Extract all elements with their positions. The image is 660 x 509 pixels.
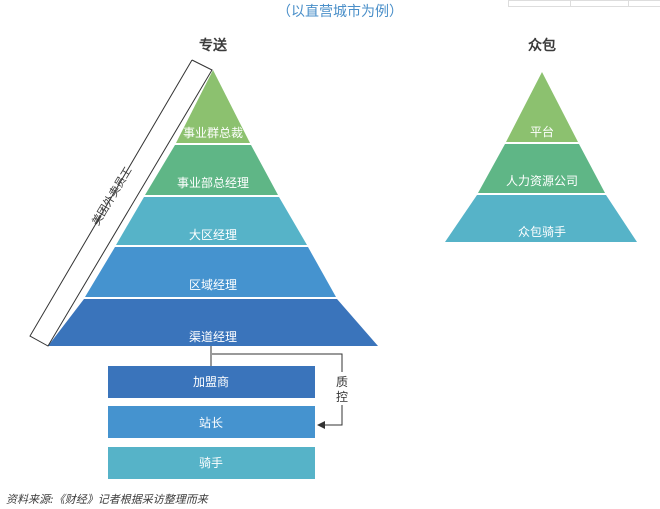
- right-tier-2: [478, 144, 605, 193]
- bracket-label: 美团外卖员工: [89, 165, 134, 228]
- quality-control-arrow: 质 控: [212, 353, 354, 429]
- franchise-chain: 加盟商 站长 骑手: [108, 346, 315, 479]
- right-pyramid-title: 众包: [528, 37, 556, 54]
- right-tier-1: [506, 72, 578, 142]
- control-label-char-2: 控: [336, 390, 348, 404]
- control-label-bg: [330, 372, 354, 405]
- left-tier-label-3: 大区经理: [189, 228, 237, 242]
- left-tier-4: [85, 247, 336, 297]
- rider-label: 骑手: [199, 456, 223, 470]
- left-tier-1: [176, 70, 250, 143]
- right-tier-label-1: 平台: [530, 124, 554, 139]
- right-tier-label-3: 众包骑手: [518, 225, 566, 239]
- left-tier-2: [145, 145, 278, 195]
- control-label-char-1: 质: [336, 375, 348, 389]
- source-note: 资料来源:《财经》记者根据采访整理而来: [6, 493, 209, 506]
- left-tier-label-4: 区域经理: [189, 278, 237, 292]
- left-tier-label-1: 事业群总裁: [183, 126, 243, 140]
- left-tier-label-5: 渠道经理: [189, 330, 237, 344]
- right-tier-3: [445, 195, 637, 242]
- cropped-table-edge: [508, 0, 660, 7]
- left-tier-3: [116, 197, 307, 245]
- left-tier-5: [48, 299, 378, 346]
- right-pyramid: 平台 人力资源公司 众包骑手: [445, 72, 637, 242]
- station-manager-box: [108, 406, 315, 438]
- rider-box: [108, 447, 315, 479]
- franchisee-label: 加盟商: [193, 374, 229, 389]
- left-pyramid-title: 专送: [199, 37, 228, 54]
- left-pyramid: 事业群总裁 事业部总经理 大区经理 区域经理 渠道经理: [48, 70, 378, 346]
- bracket-line: [29, 59, 213, 347]
- left-tier-label-2: 事业部总经理: [177, 175, 249, 190]
- right-tier-label-2: 人力资源公司: [506, 174, 578, 188]
- arrowhead-icon: [317, 421, 325, 429]
- franchisee-box: [108, 366, 315, 398]
- station-manager-label: 站长: [199, 416, 223, 430]
- diagram-subtitle: （以直营城市为例）: [277, 3, 403, 20]
